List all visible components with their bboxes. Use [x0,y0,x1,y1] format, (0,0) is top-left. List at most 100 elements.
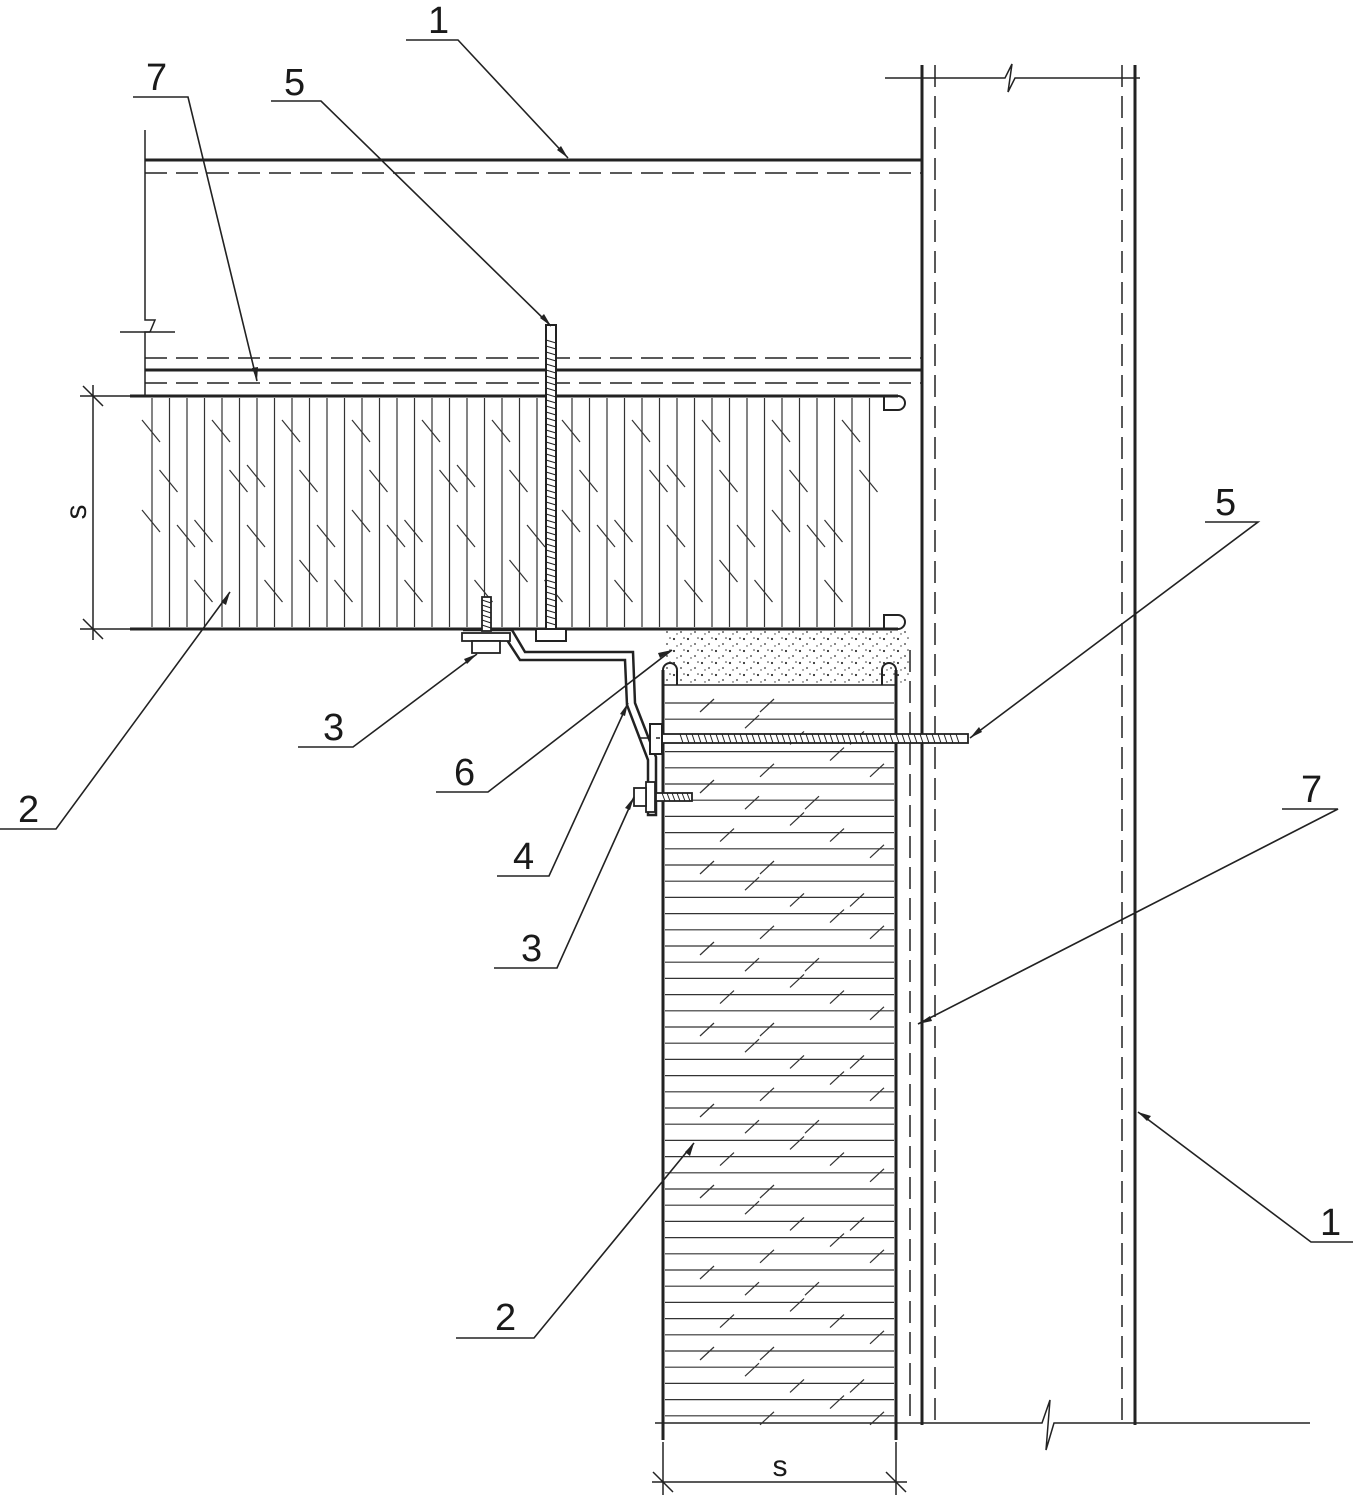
thread [545,525,557,530]
thread [666,792,671,802]
thread [545,453,557,458]
hatch-tick [744,957,760,972]
dimension-label-s-horizontal: s [60,505,93,520]
hatch-tick [869,844,885,859]
thread [686,792,691,802]
hatch-tick [614,519,633,543]
hatch-tick [759,860,775,875]
hatch-tick [771,509,791,533]
hatch-tick [701,419,721,443]
hatch-tick [869,1330,885,1345]
thread [799,733,804,744]
hatch-tick [754,579,773,603]
hatch-tick [404,519,423,543]
thread [823,733,828,744]
thread [545,417,557,422]
thread [545,615,557,620]
hatch-tick [744,714,760,729]
thread [545,459,557,464]
thread [775,733,780,744]
horizontal-beam [120,130,922,395]
hatch-tick [369,469,388,493]
hatch-tick [334,579,353,603]
thread [545,519,557,524]
thread [481,604,492,609]
hatch-tick [829,1314,845,1329]
thread [781,733,786,744]
thread [481,614,492,619]
thread [703,733,708,744]
thread [733,733,738,744]
thread [545,399,557,404]
thread [545,603,557,608]
hatch-tick [829,909,845,924]
thread [545,573,557,578]
hatch-tick [869,1249,885,1264]
hatch-tick [456,464,476,488]
hatch-tick [736,524,756,548]
thread [895,733,900,744]
hatch-tick [789,1054,805,1069]
thread [545,543,557,548]
thread [545,441,557,446]
hatch-tick [759,1249,775,1264]
thread [545,579,557,584]
hatch-tick [299,469,318,493]
hatch-tick [759,698,775,713]
hatch-tick [596,524,616,548]
dimension-vertical-panel: s [652,1442,907,1495]
hatch-tick [439,469,458,493]
thread [545,531,557,536]
hatch-tick [281,419,301,443]
hatch-tick [699,1103,715,1118]
thread [739,733,744,744]
hatch-tick [869,1168,885,1183]
thread [671,792,676,802]
hatch-tick [719,1152,735,1167]
thread [889,733,894,744]
hatch-tick [869,1411,885,1426]
hatch-tick [744,1038,760,1053]
hatch-tick [806,524,826,548]
hatch-tick [859,469,878,493]
hatch-tick [789,1216,805,1231]
thread [545,597,557,602]
thread [691,733,696,744]
thread [545,369,557,374]
hatch-tick [771,419,791,443]
callout-1-column-top: 1 [428,0,449,42]
thread [545,357,557,362]
thread [901,733,906,744]
callout-2-panel-vertical: 2 [495,1297,516,1339]
hatch-tick [246,464,266,488]
thread [545,585,557,590]
thread [545,447,557,452]
callout-7-gasket-top: 7 [146,57,167,99]
hatch-tick [264,579,283,603]
thread [545,561,557,566]
hatch-tick [869,925,885,940]
hatch-tick [789,469,808,493]
thread [676,792,681,802]
hatch-tick [579,469,598,493]
thread [545,501,557,506]
thread [545,495,557,500]
thread [681,792,686,802]
thread [805,733,810,744]
thread [871,733,876,744]
thread [949,733,954,744]
thread [545,567,557,572]
thread [841,733,846,744]
thread [757,733,762,744]
thread [545,555,557,560]
horizontal-panel-core-hatch [141,398,878,627]
thread [481,624,492,629]
hatch-tick [526,524,546,548]
thread [925,733,930,744]
hatch-tick [699,779,715,794]
thread [709,733,714,744]
thread [545,381,557,386]
hatch-tick [849,1054,865,1069]
thread [763,733,768,744]
hatch-tick [719,1314,735,1329]
